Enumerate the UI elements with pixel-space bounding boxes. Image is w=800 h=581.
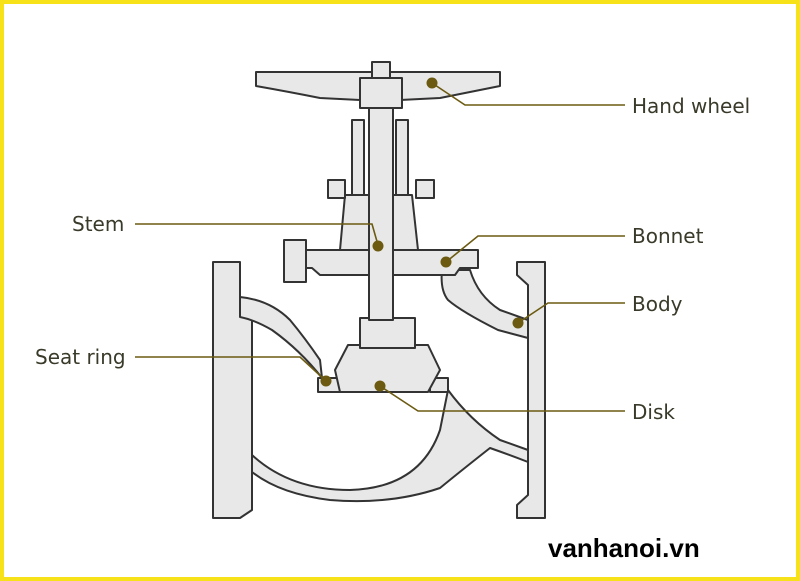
watermark: vanhanoi.vn (548, 533, 700, 563)
label-stem: Stem (72, 212, 124, 236)
body-lower-bowl (251, 389, 529, 503)
yoke-left (351, 119, 365, 196)
gland-bolt-right (415, 179, 435, 199)
stem-part (368, 81, 394, 321)
label-bonnet: Bonnet (632, 224, 704, 248)
disk-part (334, 344, 441, 393)
disk-marker (374, 380, 386, 392)
bonnet-marker (440, 256, 452, 268)
body-marker (512, 317, 524, 329)
disk-holder (359, 317, 416, 349)
left-flange (212, 261, 253, 519)
seat-ring-marker (320, 375, 332, 387)
label-body: Body (632, 292, 683, 316)
label-disk: Disk (632, 400, 675, 424)
gland-bolt-left (327, 179, 346, 199)
right-flange (516, 261, 546, 519)
yoke-right (395, 119, 409, 196)
stem-marker (372, 240, 384, 252)
label-seat-ring: Seat ring (35, 345, 126, 369)
side-nut (283, 239, 307, 283)
hand-wheel-nut (371, 61, 391, 79)
hand-wheel-hub (359, 77, 403, 109)
body-right-shelf (440, 269, 529, 339)
hand-wheel-marker (426, 77, 438, 89)
label-hand-wheel: Hand wheel (632, 94, 750, 118)
